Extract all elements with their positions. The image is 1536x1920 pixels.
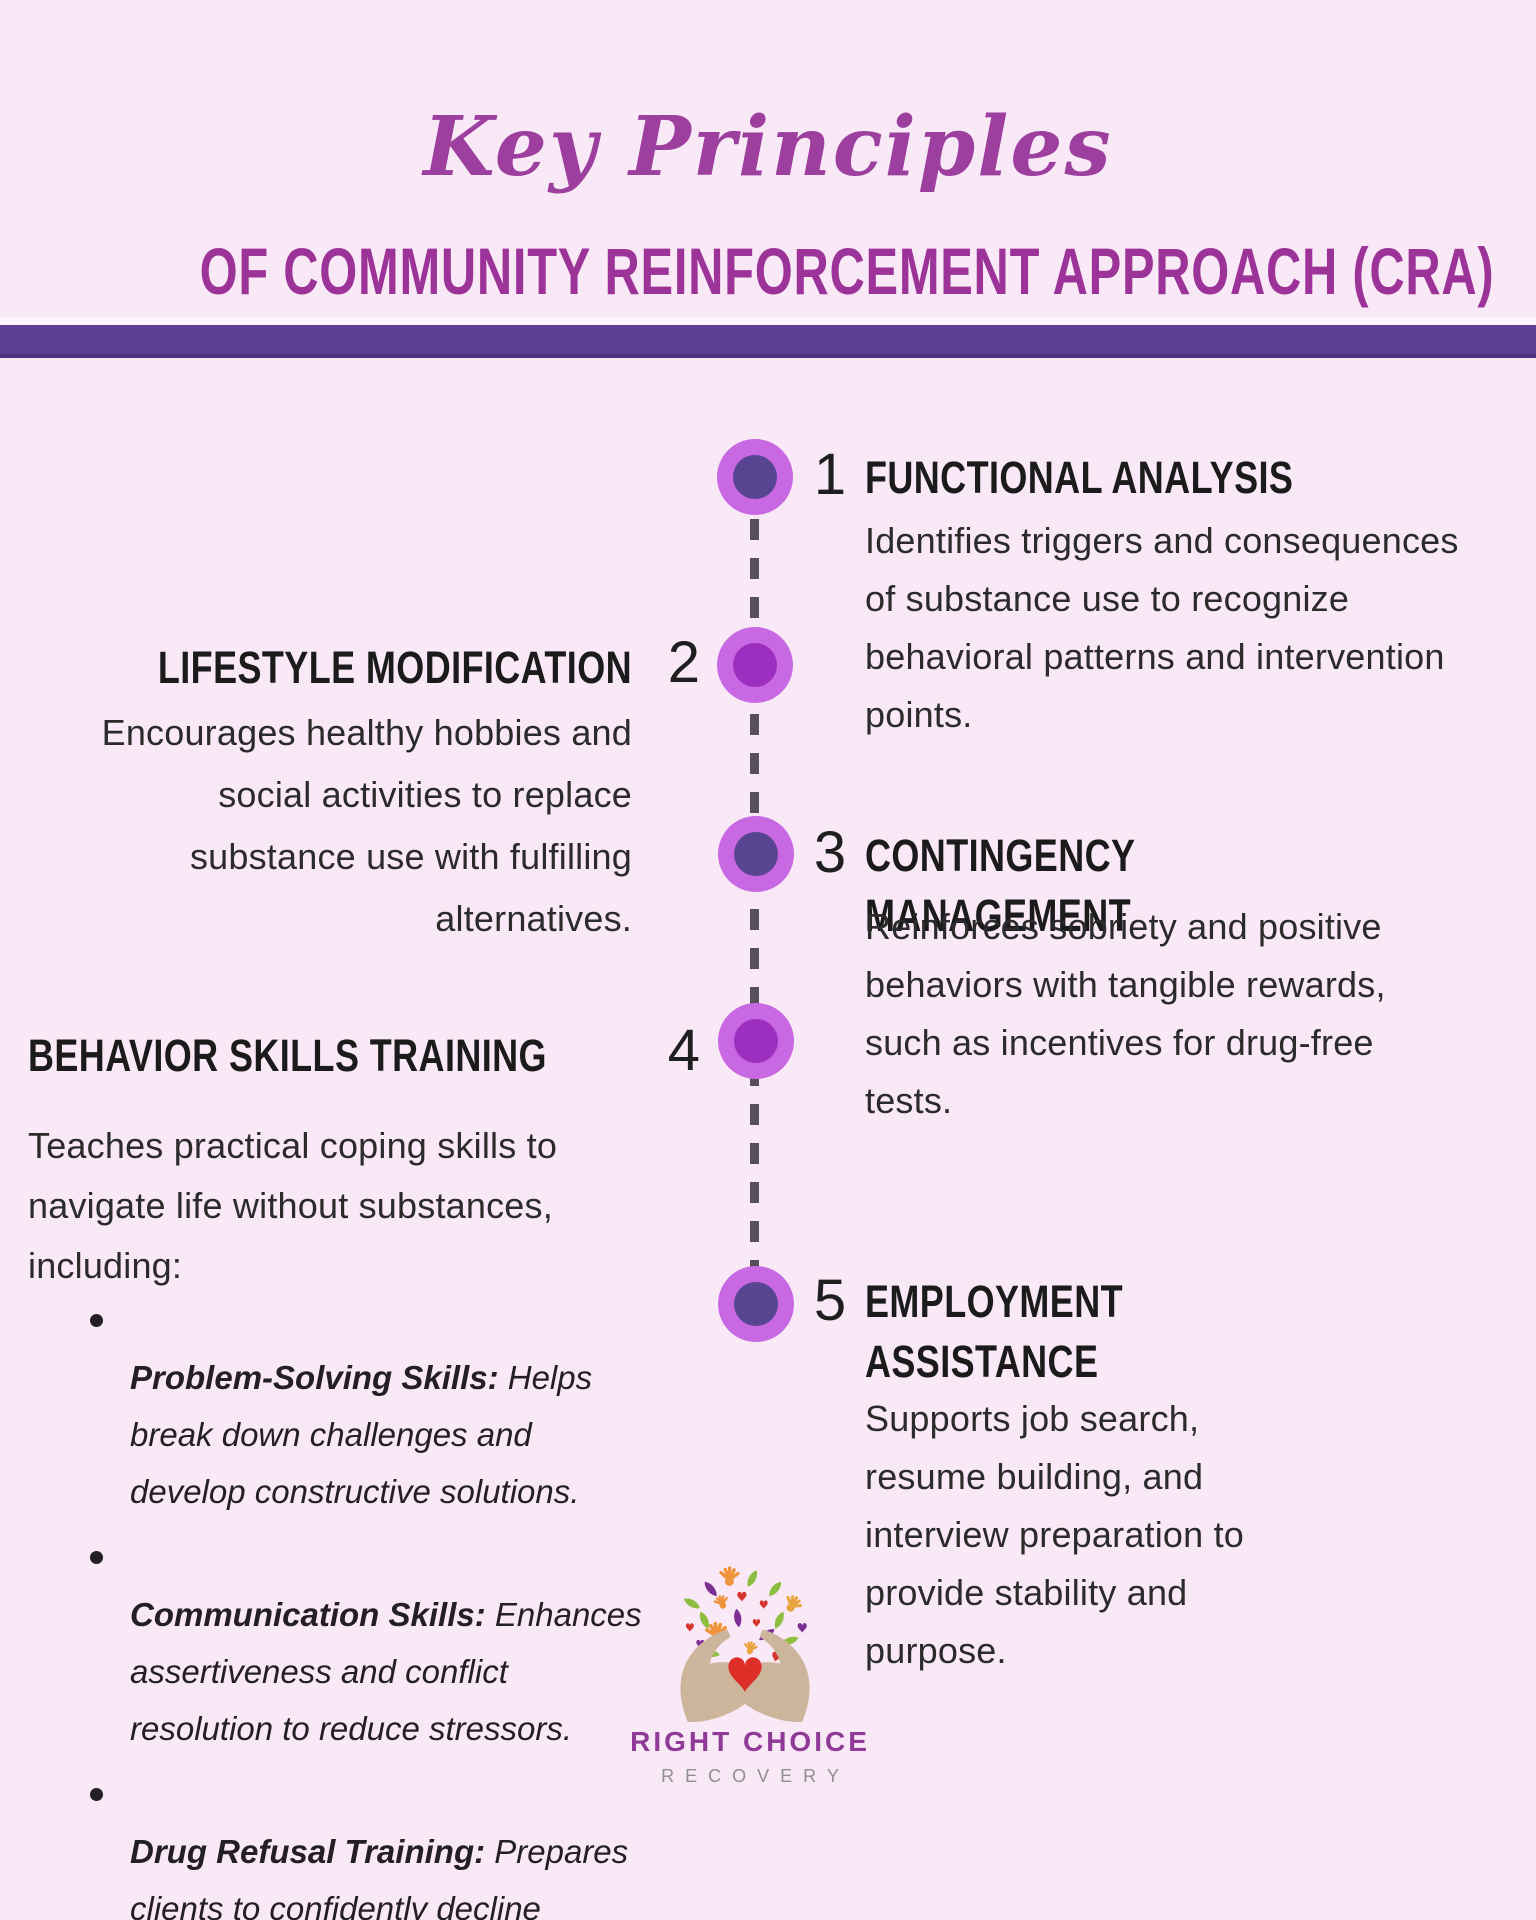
timeline-dot-5-core (734, 1282, 778, 1326)
step-3-description: Reinforces sobriety and positive behavio… (865, 906, 1386, 1121)
step-4-title: BEHAVIOR SKILLS TRAINING (28, 1030, 547, 1081)
step-number-3: 3 (813, 820, 847, 885)
logo-title: RIGHT CHOICE (630, 1726, 870, 1757)
page-title: OF COMMUNITY REINFORCEMENT APPROACH (CRA… (199, 234, 1495, 308)
step-5-description: Supports job search, resume building, an… (865, 1398, 1245, 1671)
bullet-lead: Drug Refusal Training: (130, 1833, 486, 1870)
timeline-dot-5 (718, 1266, 794, 1342)
logo-subtitle: RECOVERY (661, 1766, 850, 1786)
timeline-dot-3 (718, 816, 794, 892)
logo-hands (680, 1629, 810, 1722)
step-number-5: 5 (813, 1268, 847, 1333)
list-item-problem-solving: Problem-Solving Skills: Helps break down… (88, 1292, 688, 1520)
bullet-marker (90, 1314, 103, 1327)
timeline-dot-2 (717, 627, 793, 703)
timeline-dot-4 (718, 1003, 794, 1079)
step-number-4: 4 (667, 1018, 700, 1083)
bullet-marker (90, 1551, 103, 1564)
script-title: Key Principles (423, 99, 1113, 195)
bullet-marker (90, 1788, 103, 1801)
step-number-1: 1 (813, 442, 847, 507)
divider-shadow (0, 354, 1536, 358)
step-3-title: CONTINGENCY MANAGEMENT (865, 830, 1135, 941)
bullet-text: Helps break down challenges and develop … (130, 1359, 593, 1510)
bullet-text: Enhances assertiveness and conflict reso… (130, 1596, 642, 1747)
step-2-title: LIFESTYLE MODIFICATION (157, 642, 632, 693)
step-1-description: Identifies triggers and consequences of … (865, 520, 1459, 735)
step-1-title: FUNCTIONAL ANALYSIS (865, 452, 1294, 503)
step-4-skill-list: Problem-Solving Skills: Helps break down… (88, 1292, 688, 1920)
timeline-dot-1 (717, 439, 793, 515)
timeline-dashed-line (750, 480, 759, 1308)
step-number-2: 2 (667, 630, 700, 695)
step-5-title: EMPLOYMENT ASSISTANCE (865, 1276, 1124, 1387)
logo-heart (728, 1657, 762, 1692)
bullet-text: Prepares clients to confidently decline … (130, 1833, 629, 1920)
timeline-dot-3-core (734, 832, 778, 876)
divider-highlight (0, 317, 1536, 325)
hands-holding-hearts-and-leaves-icon (680, 1566, 810, 1722)
timeline-dot-1-core (733, 455, 777, 499)
divider-bar (0, 325, 1536, 354)
timeline-dot-2-core (733, 643, 777, 687)
timeline-dot-4-core (734, 1019, 778, 1063)
list-item-communication: Communication Skills: Enhances assertive… (88, 1529, 688, 1757)
step-4-description: Teaches practical coping skills to navig… (28, 1125, 558, 1286)
list-item-drug-refusal: Drug Refusal Training: Prepares clients … (88, 1766, 688, 1920)
bullet-lead: Problem-Solving Skills: (130, 1359, 499, 1396)
step-2-description: Encourages healthy hobbies and social ac… (101, 712, 632, 939)
bullet-lead: Communication Skills: (130, 1596, 486, 1633)
